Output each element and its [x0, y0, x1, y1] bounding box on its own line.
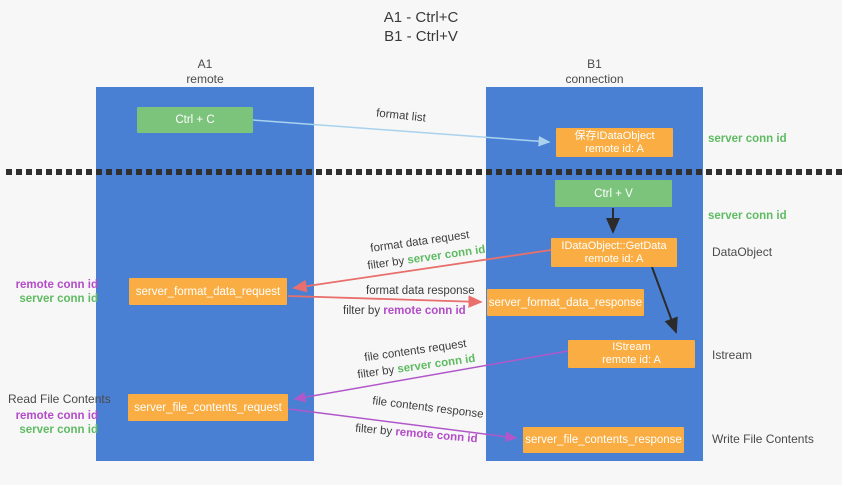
format-request-box: server_format_data_request	[129, 278, 287, 305]
lane-header-a1: A1 remote	[96, 57, 314, 87]
remote-conn-id-text: remote conn id	[383, 305, 466, 317]
ctrl-v-label: Ctrl + V	[594, 187, 633, 200]
getdata-line2: remote id: A	[584, 252, 644, 265]
server-conn-id-mid-label: server conn id	[708, 210, 787, 222]
lane-header-b1: B1 connection	[486, 57, 703, 87]
filter-by-remote-conn-id-label-2: filter by remote conn id	[355, 423, 478, 446]
format-response-label: server_format_data_response	[488, 296, 643, 309]
dataobject-label: DataObject	[712, 245, 773, 259]
server-conn-id-file-label: server conn id	[19, 424, 98, 436]
ctrl-v-box: Ctrl + V	[555, 180, 672, 207]
lane-b1-subtitle: connection	[565, 72, 624, 86]
write-file-contents-label: Write File Contents	[712, 432, 814, 446]
getdata-line1: IDataObject::GetData	[561, 239, 667, 252]
save-dataobject-box: 保存IDataObject remote id: A	[556, 128, 673, 157]
format-list-label: format list	[375, 107, 427, 125]
format-response-box: server_format_data_response	[487, 289, 644, 316]
save-dataobject-line1: 保存IDataObject	[574, 129, 655, 142]
ctrl-c-label: Ctrl + C	[175, 114, 215, 126]
istream-line2: remote id: A	[602, 354, 661, 366]
getdata-box: IDataObject::GetData remote id: A	[551, 238, 677, 267]
file-request-label: server_file_contents_request	[134, 401, 282, 414]
filter-by-text: filter by	[356, 364, 396, 382]
ctrl-c-box: Ctrl + C	[137, 107, 253, 133]
server-conn-id-format-label: server conn id	[19, 293, 98, 305]
title-line-1: A1 - Ctrl+C	[383, 9, 459, 26]
file-response-box: server_file_contents_response	[523, 427, 684, 453]
istream-side-label: Istream	[712, 348, 753, 362]
title-line-2: B1 - Ctrl+V	[384, 28, 458, 45]
file-contents-response-label: file contents response	[371, 395, 485, 421]
format-request-label: server_format_data_request	[135, 285, 281, 298]
lane-a1-subtitle: remote	[186, 72, 224, 86]
istream-box: IStream remote id: A	[568, 340, 695, 368]
remote-conn-id-text: remote conn id	[394, 426, 479, 446]
remote-conn-id-format-label: remote conn id	[15, 279, 98, 291]
filter-by-text: filter by	[343, 305, 381, 317]
filter-by-remote-conn-id-label-1: filter by remote conn id	[343, 305, 466, 317]
read-file-contents-label: Read File Contents	[8, 392, 111, 406]
format-data-response-label: format data response	[366, 285, 475, 297]
filter-by-text: filter by	[366, 255, 406, 273]
lane-a1-name: A1	[197, 57, 213, 71]
server-conn-id-top-label: server conn id	[708, 133, 787, 145]
save-dataobject-line2: remote id: A	[585, 142, 644, 155]
diagram-title: A1 - Ctrl+C B1 - Ctrl+V	[0, 8, 842, 46]
filter-by-text: filter by	[354, 422, 393, 438]
file-request-box: server_file_contents_request	[128, 394, 288, 421]
istream-line1: IStream	[612, 341, 651, 353]
remote-conn-id-file-label: remote conn id	[15, 410, 98, 422]
file-response-label: server_file_contents_response	[525, 434, 682, 446]
lane-b1-name: B1	[587, 57, 602, 71]
